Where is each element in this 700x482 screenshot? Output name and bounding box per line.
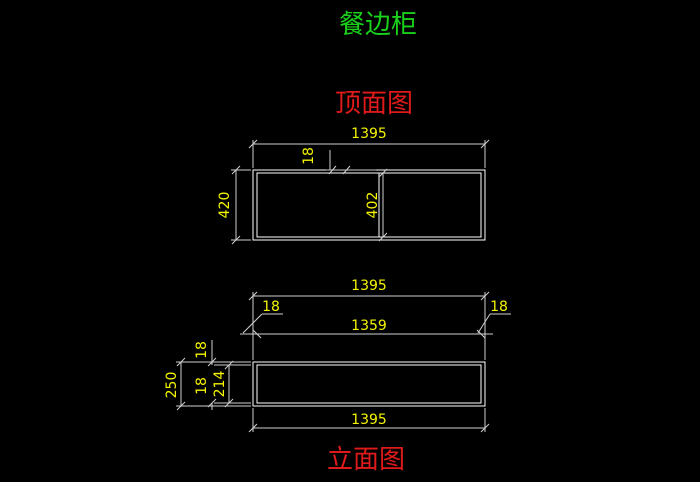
- dim-top-overall-width: 1395: [248, 126, 490, 168]
- dim-elev-top-thickness-text: 18: [194, 341, 210, 359]
- top-view-title: 顶面图: [335, 89, 413, 119]
- main-title: 餐边柜: [339, 10, 417, 40]
- dim-elev-inner-width: 1359: [240, 318, 493, 339]
- dim-elev-overall-width-bottom: 1395: [248, 408, 490, 433]
- dim-elev-bottom-thickness-text: 18: [194, 377, 210, 395]
- dim-elev-side-thickness: 18 18: [242, 299, 511, 334]
- dim-elev-overall-width-top-text: 1395: [351, 278, 387, 294]
- dim-top-panel-thickness-text: 18: [301, 147, 317, 165]
- dim-elev-overall-width-bottom-text: 1395: [351, 412, 387, 428]
- dim-elev-right-side-text: 18: [490, 299, 508, 315]
- dim-top-depth-text: 420: [217, 192, 233, 219]
- dim-elev-heights: 250 18 18 214: [164, 340, 251, 411]
- dim-elev-total-height-text: 250: [164, 372, 180, 399]
- dim-elev-inner-width-text: 1359: [351, 318, 387, 334]
- top-view-inner-outline: [256, 172, 482, 238]
- elevation-title: 立面图: [327, 445, 405, 475]
- dim-top-depth: 420: [217, 165, 251, 245]
- dim-top-panel-thickness: 18: [301, 147, 376, 175]
- dim-elev-left-side-text: 18: [262, 299, 280, 315]
- dim-elev-inner-height-text: 214: [212, 371, 228, 398]
- dim-top-inner-depth-text: 402: [365, 192, 381, 219]
- dim-elev-overall-width-top: 1395: [248, 278, 490, 360]
- top-view: 1395 18 420 402: [217, 126, 490, 245]
- dim-top-inner-depth: 402: [365, 168, 388, 242]
- elevation-inner-outline: [256, 364, 482, 404]
- elevation-outer-outline: [252, 361, 486, 407]
- elevation-view: 1395 18 18 1359: [164, 278, 511, 433]
- dim-top-overall-width-text: 1395: [351, 126, 387, 142]
